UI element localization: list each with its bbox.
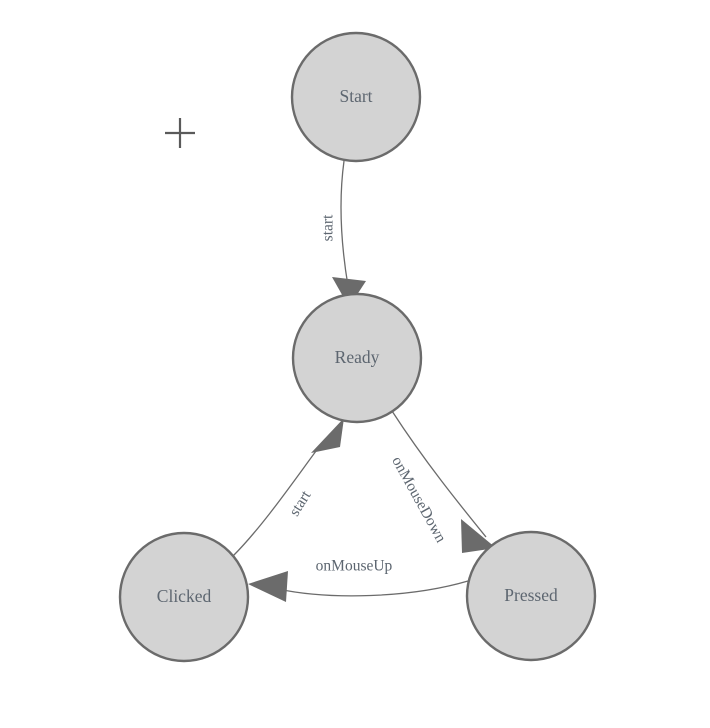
edge-path-clicked-to-ready [232,442,323,557]
node-start[interactable]: Start [290,31,422,163]
node-clicked-circle[interactable] [118,531,250,663]
node-start-label: Start [339,86,372,106]
node-start-circle[interactable] [290,31,422,163]
node-clicked-label: Clicked [157,586,212,606]
arrowhead-into-pressed [461,519,496,553]
node-pressed[interactable]: Pressed [465,530,597,662]
arrowhead-into-clicked [248,571,288,602]
edge-label-clicked-to-ready: start [286,487,315,519]
node-pressed-label: Pressed [504,585,558,605]
edge-ready-to-pressed[interactable]: onMouseDown [388,410,496,553]
edge-label-pressed-to-clicked: onMouseUp [316,558,393,575]
edge-label-ready-to-pressed: onMouseDown [388,454,449,546]
node-ready[interactable]: Ready [291,292,423,424]
crosshair-icon [165,118,195,148]
edge-label-start-to-ready: start [320,214,337,241]
edge-pressed-to-clicked[interactable]: onMouseUp [248,558,469,602]
node-ready-circle[interactable] [291,292,423,424]
edge-path-pressed-to-clicked [277,580,469,597]
node-clicked[interactable]: Clicked [118,531,250,663]
arrowhead-into-ready-from-clicked [311,418,344,453]
node-pressed-circle[interactable] [465,530,597,662]
edge-clicked-to-ready[interactable]: start [232,418,344,557]
edge-path-start-to-ready [340,160,349,287]
edge-start-to-ready[interactable]: start [320,160,366,307]
edge-path-ready-to-pressed [391,410,487,538]
arrowhead-into-ready-from-start [332,277,366,307]
node-ready-label: Ready [335,347,380,367]
